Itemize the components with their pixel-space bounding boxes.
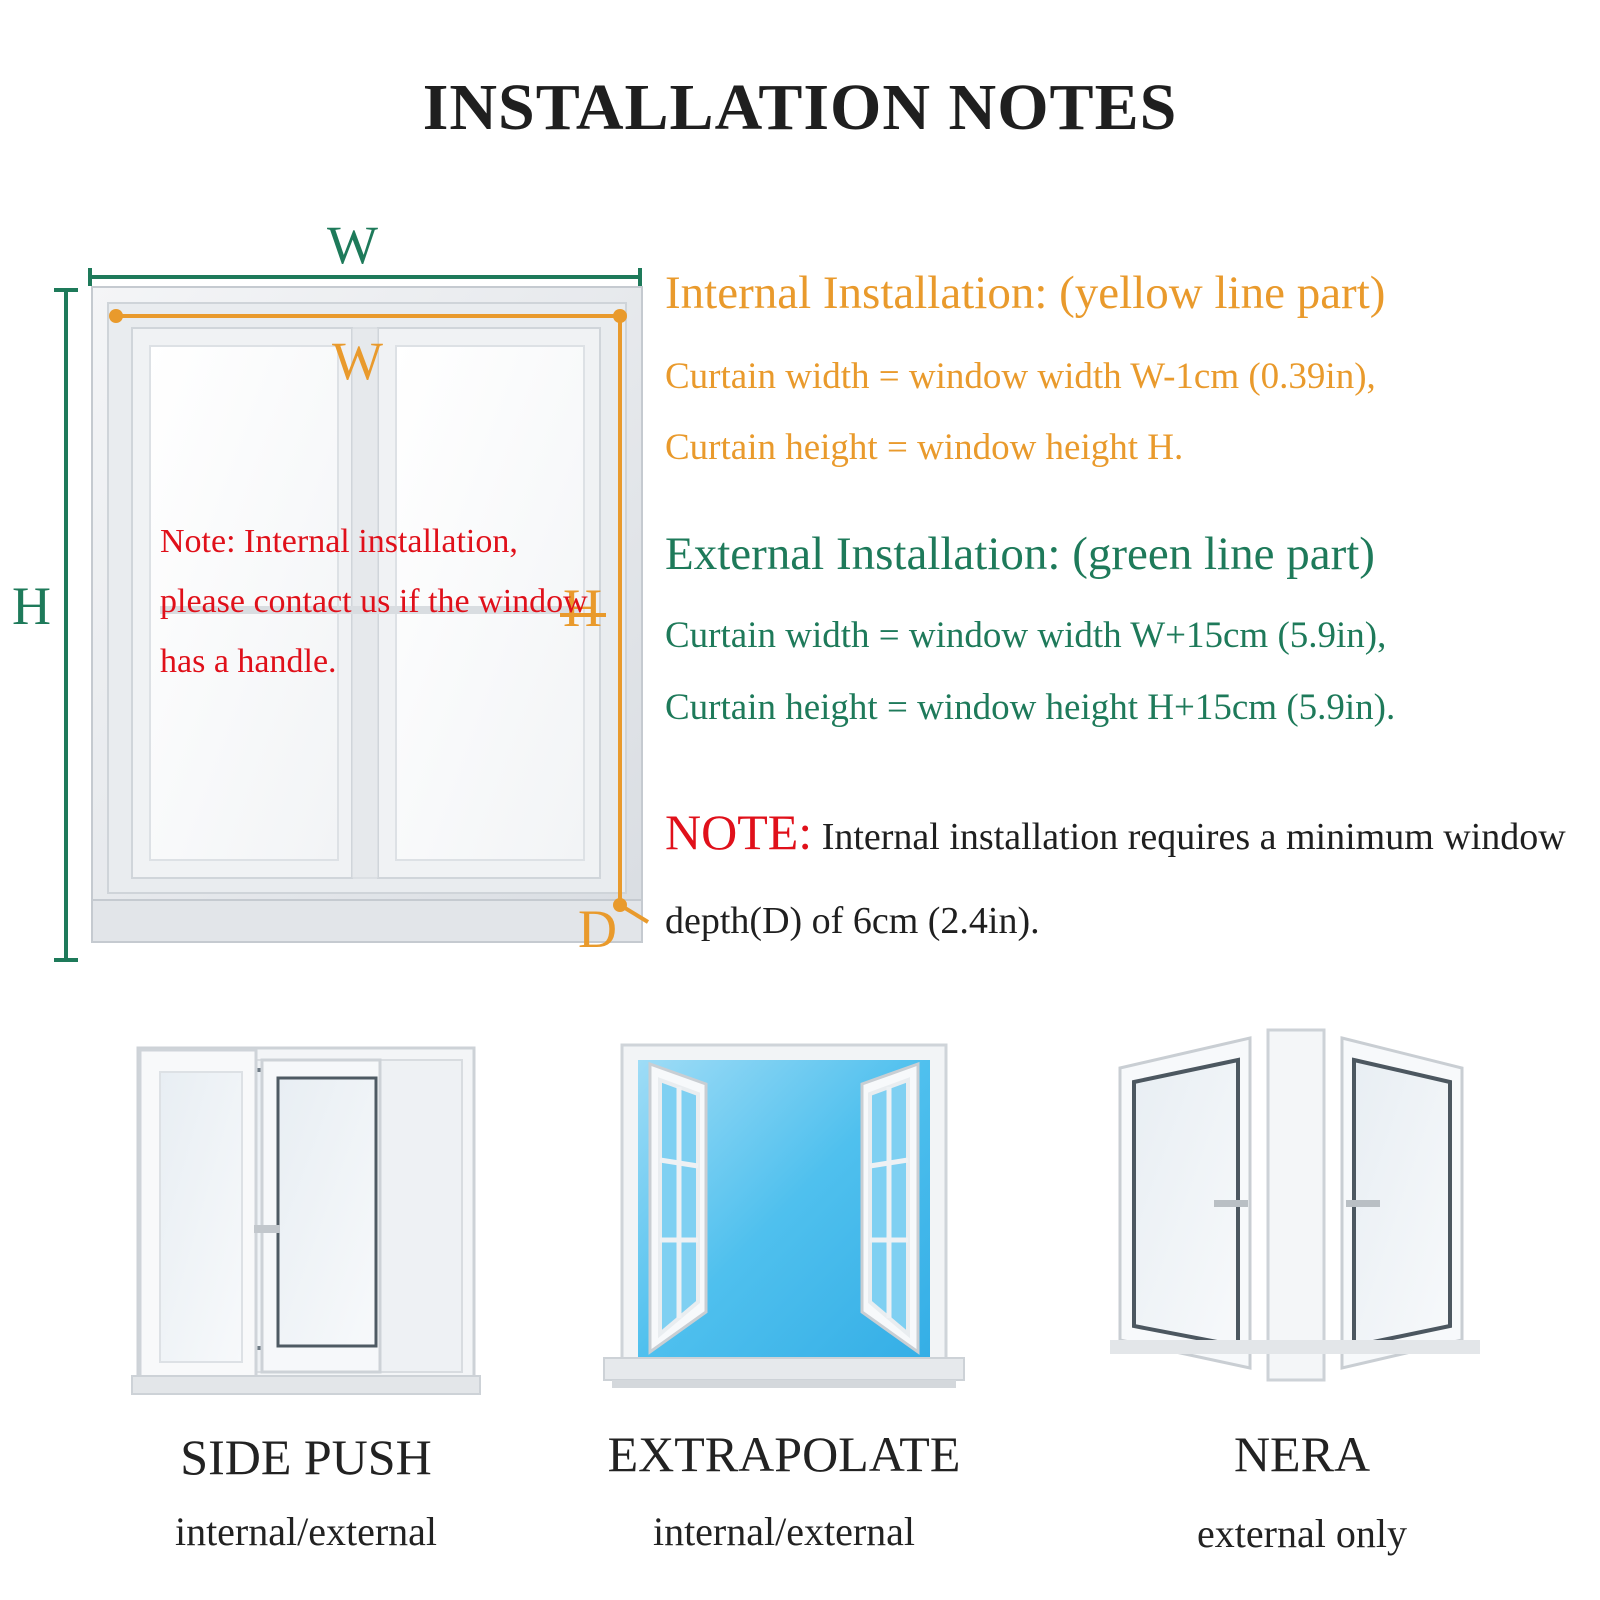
external-height-rule: Curtain height = window height H+15cm (5… — [665, 687, 1396, 728]
inner-width-label: W — [332, 331, 383, 391]
depth-label: D — [578, 899, 617, 959]
type-compat-extrapolate: internal/external — [652, 1509, 916, 1554]
internal-height-rule: Curtain height = window height H. — [665, 427, 1184, 468]
inner-height-label: H — [563, 578, 602, 638]
handle-note: Note: Internal installation, please cont… — [160, 523, 588, 680]
internal-heading: Internal Installation: (yellow line part… — [665, 267, 1386, 319]
page-title: INSTALLATION NOTES — [422, 71, 1178, 144]
outer-height-label: H — [12, 576, 51, 636]
sliding-window-icon — [131, 1046, 481, 1395]
note-text: Internal installation requires a minimum… — [665, 816, 1566, 942]
external-width-rule: Curtain width = window width W+15cm (5.9… — [665, 615, 1387, 656]
external-dimension-lines — [54, 268, 642, 962]
type-compat-side-push: internal/external — [174, 1509, 438, 1554]
internal-width-rule: Curtain width = window width W-1cm (0.39… — [665, 356, 1376, 397]
french-window-icon — [1110, 1028, 1480, 1382]
internal-dimension-lines — [116, 314, 650, 924]
type-compat-nera: external only — [1197, 1511, 1407, 1556]
external-heading: External Installation: (green line part) — [665, 528, 1375, 580]
note-label: NOTE: — [665, 804, 813, 860]
type-name-extrapolate: EXTRAPOLATE — [607, 1426, 961, 1482]
dimension-endpoints — [109, 309, 627, 912]
outer-width-label: W — [327, 215, 378, 275]
depth-note: NOTE: Internal installation requires a m… — [665, 790, 1595, 963]
casement-window-icon — [603, 1043, 965, 1388]
type-name-side-push: SIDE PUSH — [180, 1429, 432, 1485]
type-name-nera: NERA — [1233, 1426, 1371, 1482]
window-frame — [91, 286, 643, 943]
